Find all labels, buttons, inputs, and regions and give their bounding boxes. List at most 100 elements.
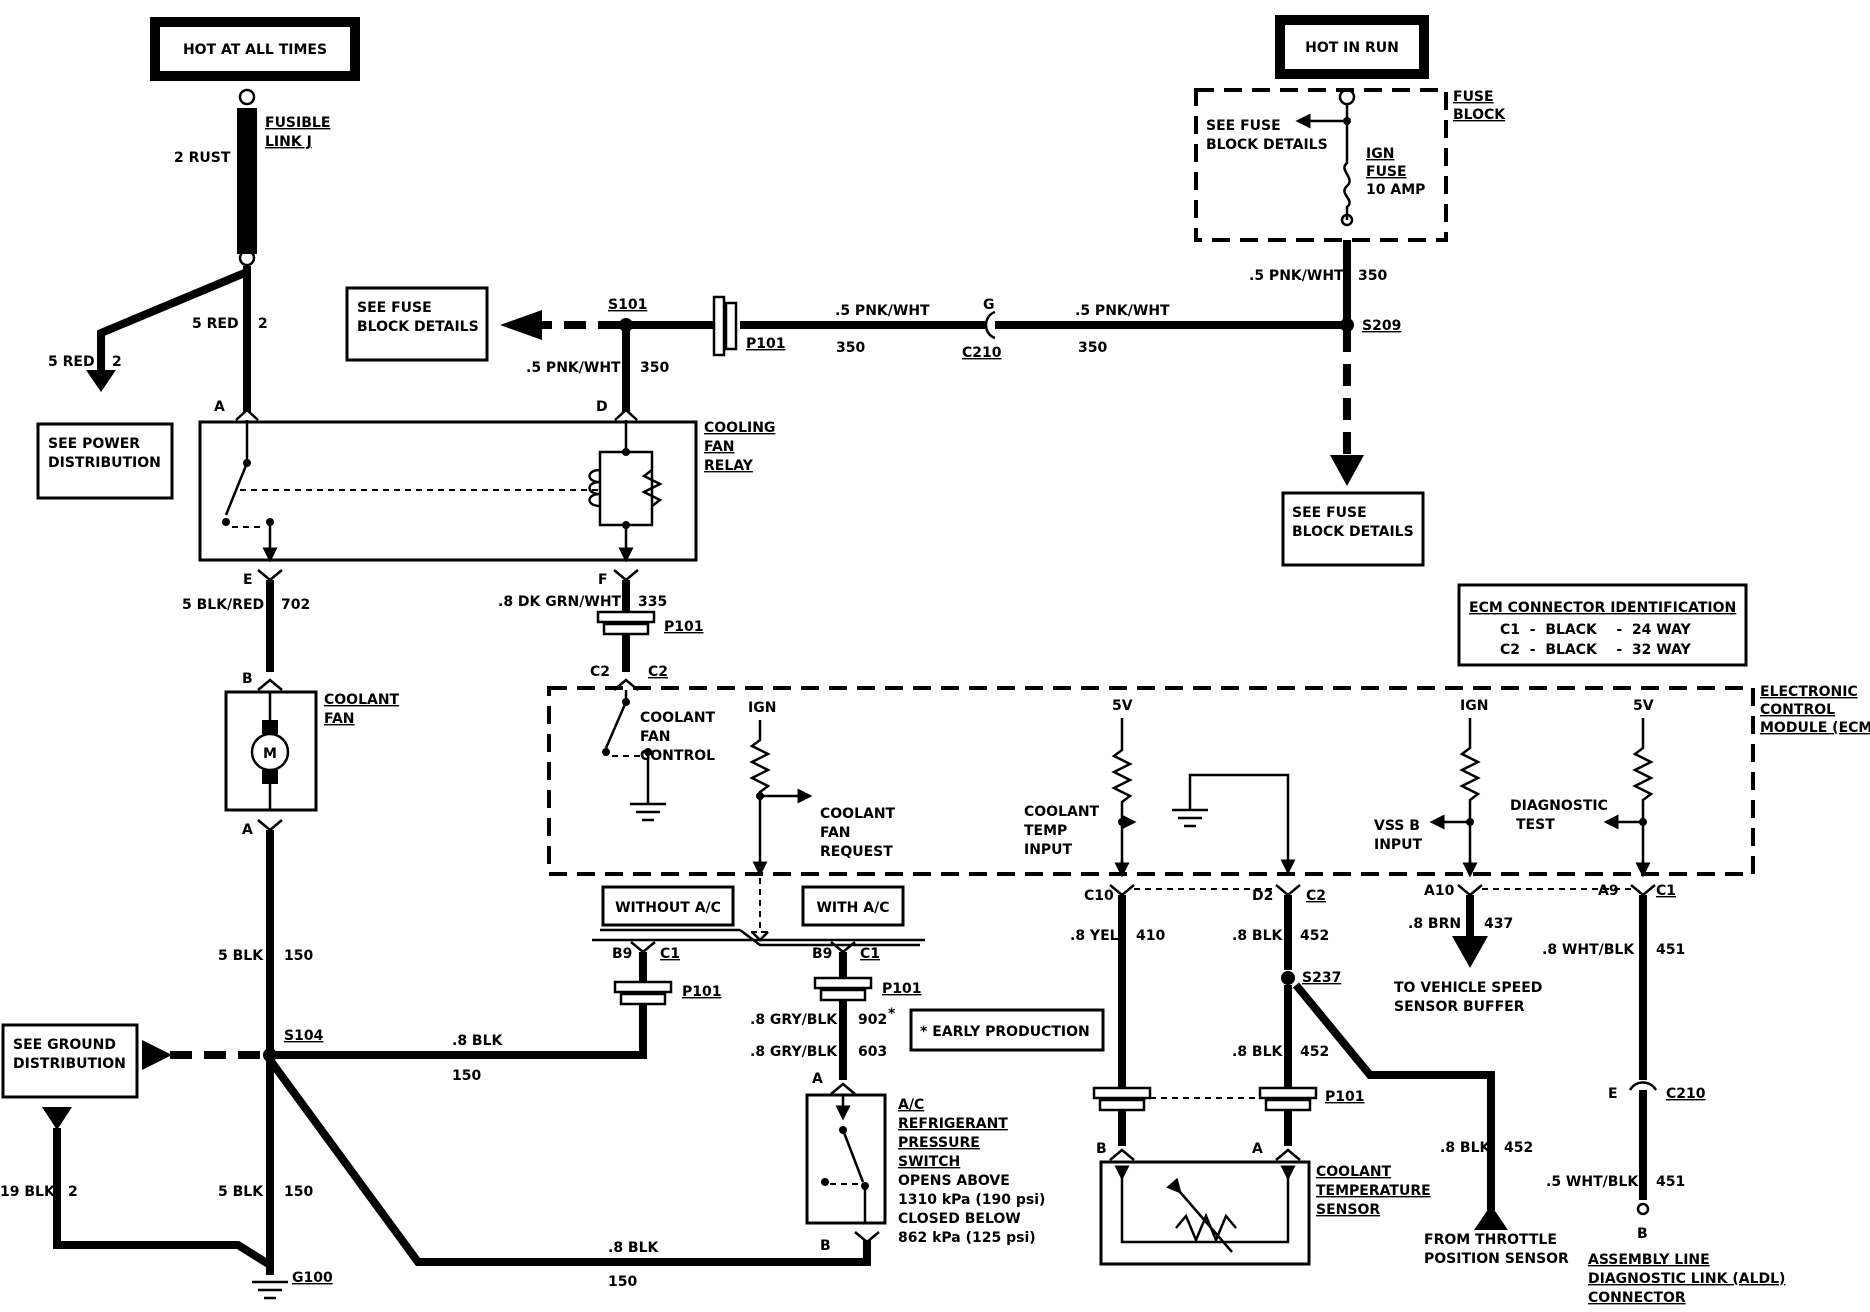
pin-a10: A10 [1424, 883, 1455, 899]
svg-text:SEE FUSE: SEE FUSE [357, 300, 432, 316]
early-production-box: * EARLY PRODUCTION [909, 1008, 1105, 1052]
from-throttle-position-sensor: FROM THROTTLE [1424, 1232, 1557, 1248]
ac-switch-label: A/C [898, 1097, 924, 1113]
sensor-pin-b: B [1096, 1141, 1107, 1157]
wire-pnk-wht-to-relay: .5 PNK/WHT [526, 360, 621, 376]
ecm-connector-identification-box: ECM CONNECTOR IDENTIFICATION C1 - BLACK … [1457, 583, 1748, 667]
circuit-350-vertical: 350 [1358, 268, 1387, 284]
circuit-150-upper: 150 [284, 948, 313, 964]
to-vehicle-speed-sensor-buffer: TO VEHICLE SPEED [1394, 980, 1542, 996]
ground-g100-icon [252, 1280, 288, 1300]
ecm-label-3: MODULE (ECM) [1760, 720, 1870, 736]
fan-request-label: COOLANT [820, 806, 896, 822]
relay-pin-f: F [598, 572, 608, 588]
svg-text:SEE POWER: SEE POWER [48, 436, 140, 452]
wire-8-yel: .8 YEL [1070, 928, 1119, 944]
connector-c2-d2: C2 [1306, 888, 1326, 904]
ac-switch-label-3: PRESSURE [898, 1135, 980, 1151]
relay-label-3: RELAY [704, 458, 754, 474]
wire-pnk-wht-right: .5 PNK/WHT [1075, 303, 1170, 319]
circuit-410: 410 [1136, 928, 1165, 944]
svg-text:C2 - BLACK - 32 WAY: C2 - BLACK - 32 WAY [1500, 642, 1692, 658]
coolant-temperature-sensor-label-2: TEMPERATURE [1316, 1183, 1431, 1199]
circuit-452-s237: 452 [1300, 1044, 1329, 1060]
connector-p101-with-ac-label: P101 [882, 981, 921, 997]
see-fuse-block-details-left: SEE FUSE BLOCK DETAILS [345, 286, 489, 362]
ecm-outline [547, 686, 1755, 876]
fuse-block-label: FUSE [1453, 89, 1494, 105]
vss-input-label: VSS B [1374, 818, 1420, 834]
aldl-connector-label-2: DIAGNOSTIC LINK (ALDL) [1588, 1271, 1785, 1287]
diagnostic-test-label-2: TEST [1516, 817, 1555, 833]
connector-p101-sensor-right [1258, 1086, 1318, 1112]
connector-p101-top [712, 295, 738, 357]
splice-s237 [1281, 971, 1295, 985]
fan-control-label: COOLANT [640, 710, 716, 726]
circuit-451-upper: 451 [1656, 942, 1685, 958]
circuit-2: 2 [258, 316, 268, 332]
ac-switch-pin-a: A [812, 1071, 823, 1087]
svg-text:SEE FUSE: SEE FUSE [1292, 505, 1367, 521]
ground-g100-label: G100 [292, 1270, 333, 1286]
fan-control-label-2: FAN [640, 729, 671, 745]
fan-request-label-3: REQUEST [820, 844, 893, 860]
svg-text:DISTRIBUTION: DISTRIBUTION [13, 1056, 126, 1072]
svg-text:BLOCK DETAILS: BLOCK DETAILS [1292, 524, 1414, 540]
vss-input-label-2: INPUT [1374, 837, 1423, 853]
ign-label-vss: IGN [1460, 698, 1488, 714]
connector-p101-without-ac-label: P101 [682, 984, 721, 1000]
fan-pin-b: B [242, 671, 253, 687]
wire-pnk-wht-vertical: .5 PNK/WHT [1249, 268, 1344, 284]
pin-c10: C10 [1084, 888, 1114, 904]
hot-in-run-box: HOT IN RUN [1275, 15, 1429, 79]
pin-b9-with-ac: B9 [812, 946, 832, 962]
ac-switch-label-4: SWITCH [898, 1154, 960, 1170]
wire-2-rust: 2 RUST [174, 150, 231, 166]
see-ground-distribution-box: SEE GROUND DISTRIBUTION [1, 1023, 139, 1099]
wire-gry-blk-902: .8 GRY/BLK [750, 1012, 838, 1028]
ecm-label-2: CONTROL [1760, 702, 1835, 718]
pin-a9: A9 [1598, 883, 1619, 899]
ign-fuse-amp: 10 AMP [1366, 182, 1425, 198]
ac-switch-spec-1: OPENS ABOVE [898, 1173, 1010, 1189]
wire-5-red-left: 5 RED [48, 354, 95, 370]
ac-pressure-switch-box [805, 1093, 887, 1225]
temp-input-label: COOLANT [1024, 804, 1100, 820]
cooling-fan-relay-box [198, 420, 698, 562]
circuit-603: 603 [858, 1044, 887, 1060]
see-fuse-block-details-right: SEE FUSE BLOCK DETAILS [1281, 491, 1425, 567]
circuit-350-mid: 350 [836, 340, 865, 356]
wire-8-blk-bottom: .8 BLK [608, 1240, 660, 1256]
circuit-2-ground: 2 [68, 1184, 78, 1200]
temp-input-label-3: INPUT [1024, 842, 1073, 858]
ecm-label: ELECTRONIC [1760, 684, 1858, 700]
ac-switch-spec-4: 862 kPa (125 psi) [898, 1230, 1036, 1246]
connector-p101-mid [596, 610, 656, 636]
splice-s101-label: S101 [608, 297, 647, 313]
aldl-pin-b: B [1637, 1226, 1648, 1242]
ign-fuse-symbol [1343, 121, 1351, 220]
connector-c210-lower: C210 [1666, 1086, 1706, 1102]
splice-s237-label: S237 [1302, 970, 1341, 986]
splice-s209-label: S209 [1362, 318, 1401, 334]
to-vehicle-speed-sensor-buffer-2: SENSOR BUFFER [1394, 999, 1525, 1015]
wire-gry-blk-603: .8 GRY/BLK [750, 1044, 838, 1060]
svg-text:SEE GROUND: SEE GROUND [13, 1037, 116, 1053]
coolant-temperature-sensor-label-3: SENSOR [1316, 1202, 1380, 1218]
fuse-block-outline [1194, 88, 1448, 242]
wire-8-blk-tps: .8 BLK [1440, 1140, 1492, 1156]
pin-b9-without-ac: B9 [612, 946, 632, 962]
hot-at-all-times-box: HOT AT ALL TIMES [150, 17, 360, 81]
see-fuse-block-label: SEE FUSE [1206, 118, 1281, 134]
fan-control-label-3: CONTROL [640, 748, 715, 764]
aldl-connector-label-3: CONNECTOR [1588, 1290, 1686, 1306]
svg-text:WITH A/C: WITH A/C [816, 900, 889, 916]
wire-8-blk-d2: .8 BLK [1232, 928, 1284, 944]
circuit-452-d2: 452 [1300, 928, 1329, 944]
wire-5-wht-blk: .5 WHT/BLK [1546, 1174, 1639, 1190]
circuit-150-lower: 150 [284, 1184, 313, 1200]
ecm-pin-c2: C2 [590, 664, 610, 680]
see-fuse-block-label-2: BLOCK DETAILS [1206, 137, 1328, 153]
relay-resistor [641, 469, 663, 507]
ac-switch-spec-2: 1310 kPa (190 psi) [898, 1192, 1045, 1208]
